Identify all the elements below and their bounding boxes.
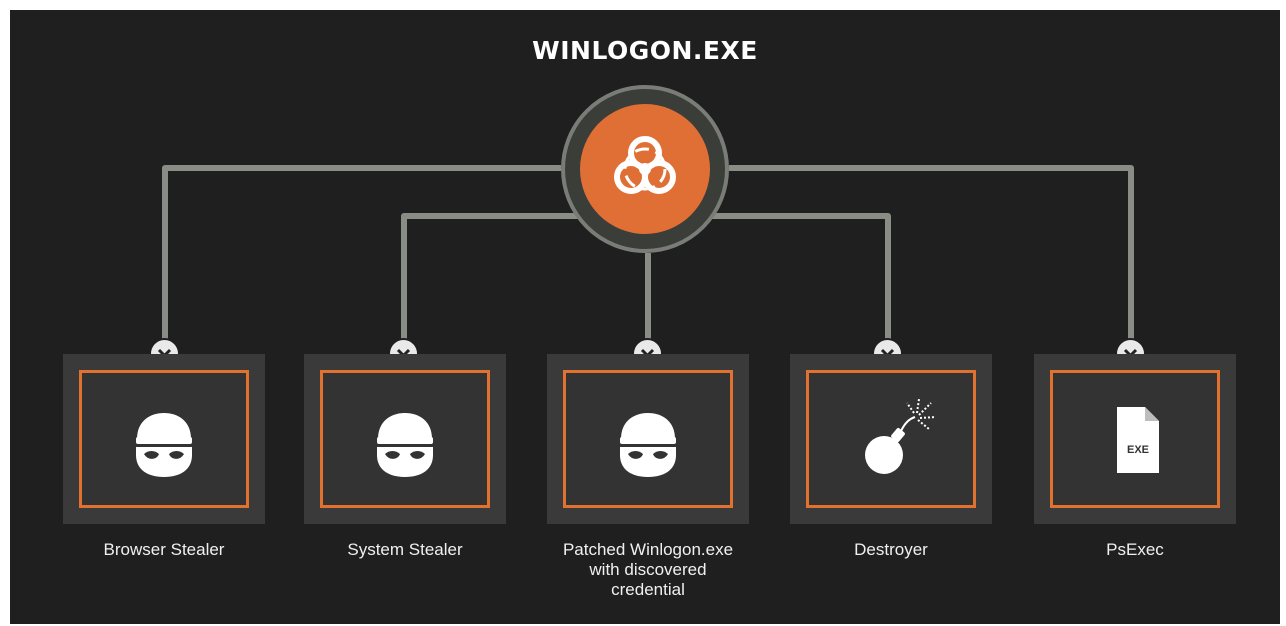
label-browser-stealer: Browser Stealer <box>103 540 225 559</box>
connector-browser-stealer <box>162 165 561 345</box>
diagram-title: WINLOGON.EXE <box>532 36 758 65</box>
connector-lines <box>162 165 1134 345</box>
hub-core <box>580 104 710 234</box>
winlogon-hub <box>561 85 729 253</box>
label-system-stealer: System Stealer <box>347 540 463 559</box>
node-frame: EXE <box>1050 370 1220 508</box>
node-frame <box>806 370 976 508</box>
label-psexec: PsExec <box>1106 540 1164 559</box>
exe-label: EXE <box>1127 444 1149 456</box>
node-frame <box>563 370 733 508</box>
spy-mask-icon <box>136 413 192 477</box>
spy-mask-icon <box>377 413 433 477</box>
label-patched-winlogon: Patched Winlogon.exe with discovered cre… <box>562 540 734 599</box>
node-patched-winlogon <box>547 354 749 524</box>
node-destroyer <box>790 354 992 524</box>
connector-psexec <box>729 165 1134 345</box>
node-frame <box>320 370 490 508</box>
exe-file-icon: EXE <box>1117 407 1159 473</box>
node-psexec: EXE <box>1034 354 1236 524</box>
bomb-icon <box>865 398 937 474</box>
connector-destroyer <box>705 213 891 345</box>
diagram-canvas: WINLOGON.EXE <box>10 10 1280 624</box>
node-system-stealer <box>304 354 506 524</box>
biohazard-icon <box>614 136 676 194</box>
node-frame <box>79 370 249 508</box>
connector-system-stealer <box>401 213 585 345</box>
label-destroyer: Destroyer <box>854 540 928 559</box>
node-browser-stealer <box>63 354 265 524</box>
spy-mask-icon <box>620 413 676 477</box>
